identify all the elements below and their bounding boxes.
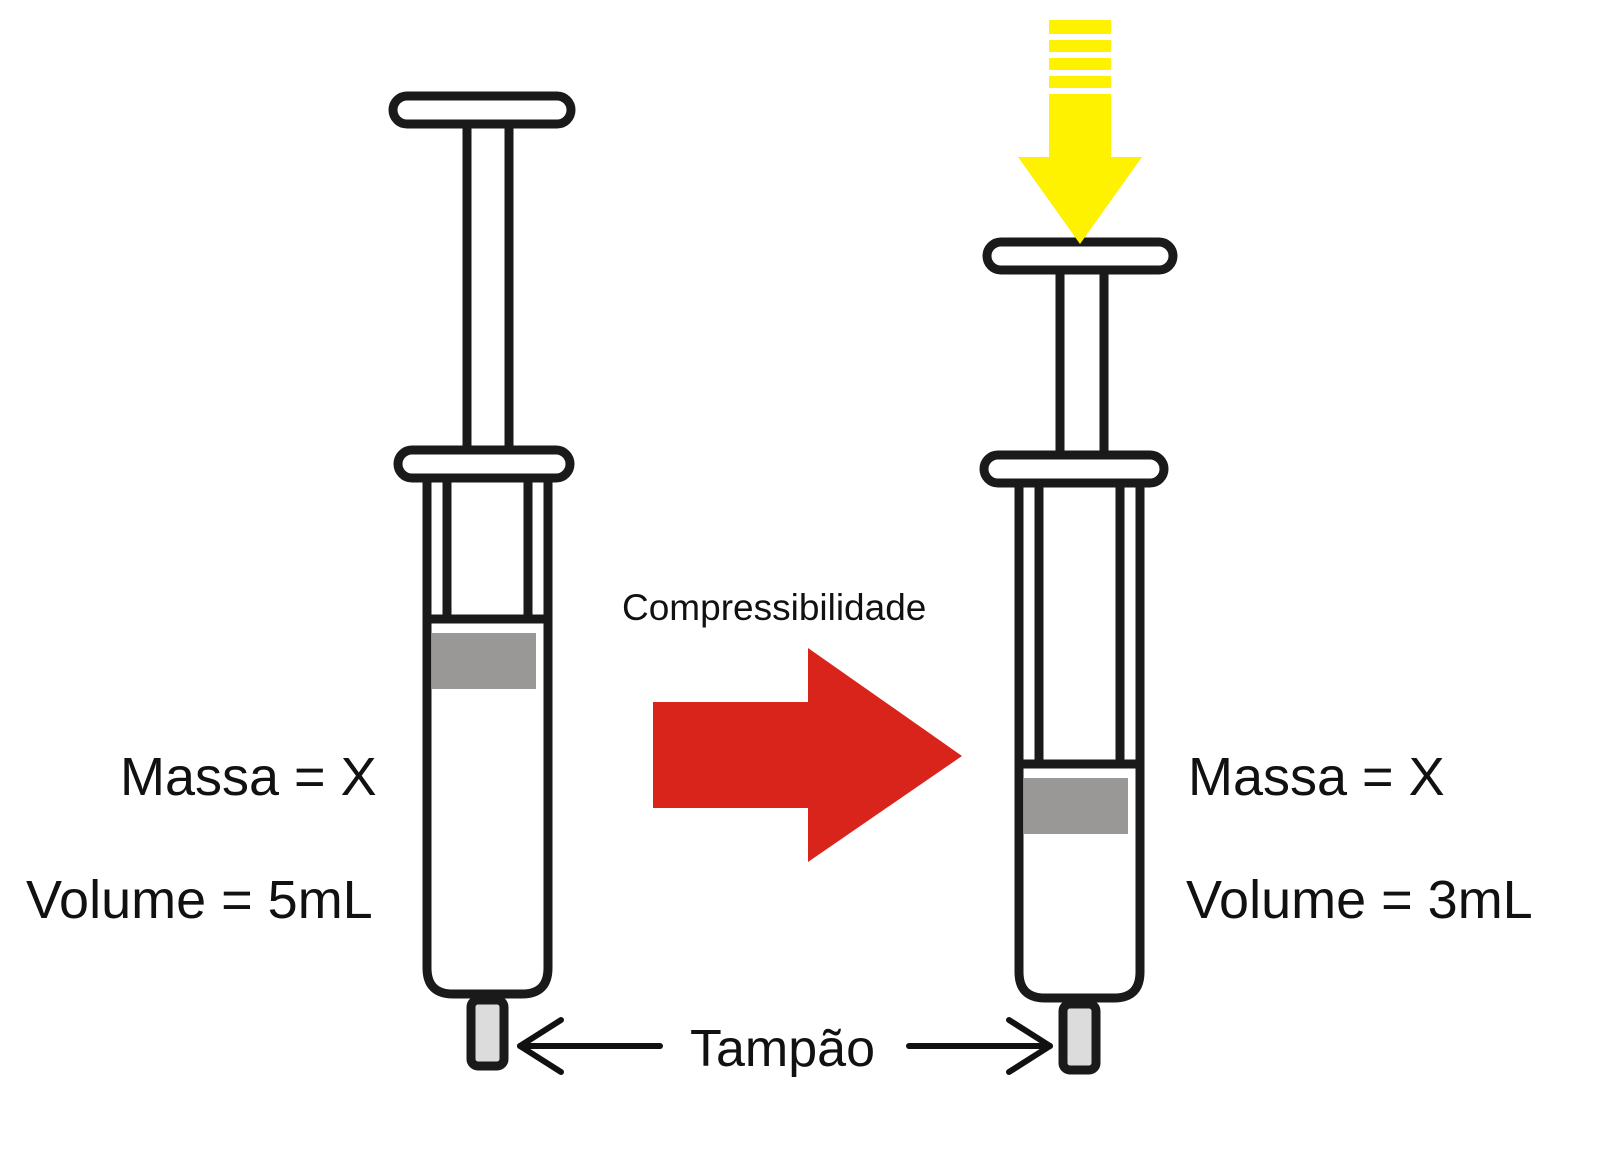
process-label: Compressibilidade — [622, 587, 926, 628]
left-syringe — [388, 91, 576, 1071]
left-mass-label: Massa = X — [120, 747, 377, 807]
right-barrel — [1014, 469, 1145, 1003]
right-arrow-icon — [653, 648, 962, 862]
right-volume-label: Volume = 3mL — [1186, 870, 1533, 930]
left-cap — [466, 995, 509, 1071]
cap-pointer-left-arrow — [517, 1017, 663, 1075]
down-arrow-icon — [1018, 20, 1142, 244]
left-barrel — [422, 465, 553, 999]
right-mass-label: Massa = X — [1188, 747, 1445, 807]
right-finger-flange — [979, 450, 1169, 488]
cap-label: Tampão — [690, 1020, 875, 1078]
left-volume-label: Volume = 5mL — [26, 870, 373, 930]
left-finger-flange — [393, 445, 575, 483]
right-plunger-seal — [1024, 778, 1128, 834]
cap-pointer-right-arrow — [906, 1017, 1053, 1075]
right-cap — [1058, 999, 1101, 1075]
right-syringe — [979, 237, 1178, 1075]
left-plunger-seal — [432, 633, 536, 689]
